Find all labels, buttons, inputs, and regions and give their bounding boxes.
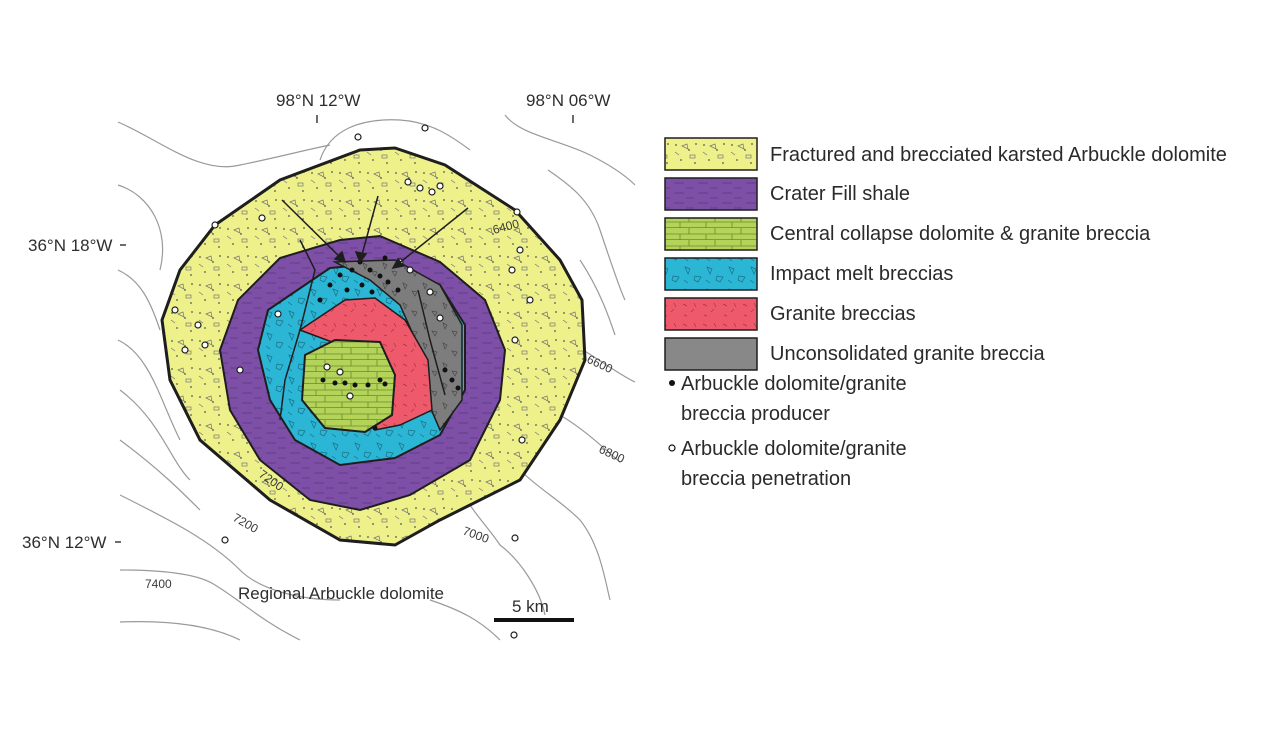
legend-label: Granite breccias <box>770 303 916 325</box>
contour-label: 6800 <box>597 442 627 466</box>
legend-label: Impact melt breccias <box>770 263 953 285</box>
scale-label: 5 km <box>512 597 549 616</box>
central-collapse-zone <box>300 338 397 434</box>
legend-label: Unconsolidated granite breccia <box>770 343 1045 365</box>
contour-label: 7200 <box>231 510 261 536</box>
producer-symbol-icon <box>669 380 675 386</box>
fault-lines <box>279 239 446 421</box>
legend-swatch-unconsolidated <box>664 337 758 371</box>
legend-swatch-melt <box>664 257 758 291</box>
contour-label: 6600 <box>585 352 615 376</box>
legend-penetration-line1: Arbuckle dolomite/granite <box>681 438 907 460</box>
lat-north-label: 36°N 18°W <box>28 236 112 255</box>
legend-label: Central collapse dolomite & granite brec… <box>770 223 1151 245</box>
legend-label: Crater Fill shale <box>770 183 910 205</box>
penetration-symbol-icon <box>668 444 676 452</box>
legend: Fractured and brecciated karsted Arbuckl… <box>664 137 1227 490</box>
lon-east-label: 98°N 06°W <box>526 91 610 110</box>
legend-producer-line2: breccia producer <box>681 403 830 425</box>
region-label: Regional Arbuckle dolomite <box>238 584 444 603</box>
legend-swatch-collapse <box>664 217 758 251</box>
lon-west-label: 98°N 12°W <box>276 91 360 110</box>
lat-south-label: 36°N 12°W <box>22 533 106 552</box>
coordinate-ticks <box>115 115 574 543</box>
legend-swatch-karst <box>664 137 758 171</box>
legend-swatch-shale <box>664 177 758 211</box>
contour-label: 7400 <box>145 577 172 591</box>
legend-producer-line1: Arbuckle dolomite/granite <box>681 373 907 395</box>
arrows <box>281 195 469 270</box>
legend-swatch-granite <box>664 297 758 331</box>
contour-label: 6400 <box>491 216 521 237</box>
legend-label: Fractured and brecciated karsted Arbuckl… <box>770 144 1227 166</box>
structure-contour-lines <box>117 114 636 641</box>
legend-penetration-line2: breccia penetration <box>681 468 851 490</box>
